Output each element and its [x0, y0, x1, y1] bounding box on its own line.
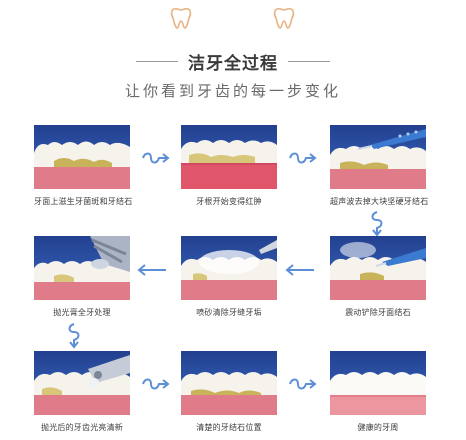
- step-2: 牙根开始变得红肿: [181, 125, 277, 207]
- step-5-label: 喷砂清除牙缝牙垢: [196, 308, 262, 317]
- arrow-down-icon: [371, 211, 383, 237]
- step-7-label: 抛光后的牙齿光亮清新: [41, 423, 123, 432]
- sandblasting-icon: [181, 240, 277, 300]
- step-3-label: 超声波去掉大块坚硬牙结石: [330, 197, 429, 206]
- page-subtitle: 让你看到牙齿的每一步变化: [124, 82, 341, 100]
- title-divider-left: [136, 60, 178, 62]
- arrow-right-icon: [142, 152, 170, 164]
- step-6: 抛光膏全牙处理: [34, 236, 130, 318]
- step-8-image: [181, 351, 277, 415]
- step-6-image: [34, 236, 130, 300]
- tartar-location-icon: [181, 372, 277, 415]
- step-5-image: [181, 236, 277, 300]
- step-3-image: [330, 125, 426, 189]
- arrow-right-icon: [142, 378, 170, 390]
- step-1-label: 牙面上滋生牙菌斑和牙结石: [34, 197, 133, 206]
- polisher-icon: [34, 355, 130, 415]
- step-9-label: 健康的牙周: [357, 423, 399, 432]
- healthy-gums-icon: [330, 372, 426, 415]
- arrow-left-icon: [285, 264, 314, 276]
- ultrasonic-scaler-icon: [330, 129, 426, 189]
- step-2-label: 牙根开始变得红肿: [196, 197, 262, 206]
- tooth-icon: [170, 7, 192, 29]
- tooth-icon: [273, 7, 295, 29]
- polishing-paste-icon: [34, 236, 130, 300]
- teeth-with-plaque-icon: [34, 141, 130, 189]
- step-1-image: [34, 125, 130, 189]
- swollen-gums-icon: [181, 140, 277, 189]
- step-9-image: [330, 351, 426, 415]
- step-1: 牙面上滋生牙菌斑和牙结石: [34, 125, 133, 207]
- step-4: 震动铲除牙面结石: [330, 236, 426, 318]
- arrow-left-icon: [137, 264, 166, 276]
- page-title: 洁牙全过程: [188, 53, 278, 74]
- step-9: 健康的牙周: [330, 351, 426, 433]
- vibration-scaling-icon: [330, 242, 426, 300]
- title-row: 洁牙全过程: [0, 50, 466, 74]
- step-8: 清楚的牙结石位置: [181, 351, 277, 433]
- step-5: 喷砂清除牙缝牙垢: [181, 236, 277, 318]
- arrow-right-icon: [289, 152, 317, 164]
- arrow-right-icon: [289, 378, 317, 390]
- arrow-down-icon: [68, 323, 80, 349]
- step-3: 超声波去掉大块坚硬牙结石: [330, 125, 429, 207]
- step-2-image: [181, 125, 277, 189]
- title-divider-right: [288, 60, 330, 62]
- step-4-label: 震动铲除牙面结石: [345, 308, 411, 317]
- step-7-image: [34, 351, 130, 415]
- step-7: 抛光后的牙齿光亮清新: [34, 351, 130, 433]
- step-4-image: [330, 236, 426, 300]
- step-8-label: 清楚的牙结石位置: [196, 423, 262, 432]
- step-6-label: 抛光膏全牙处理: [53, 308, 111, 317]
